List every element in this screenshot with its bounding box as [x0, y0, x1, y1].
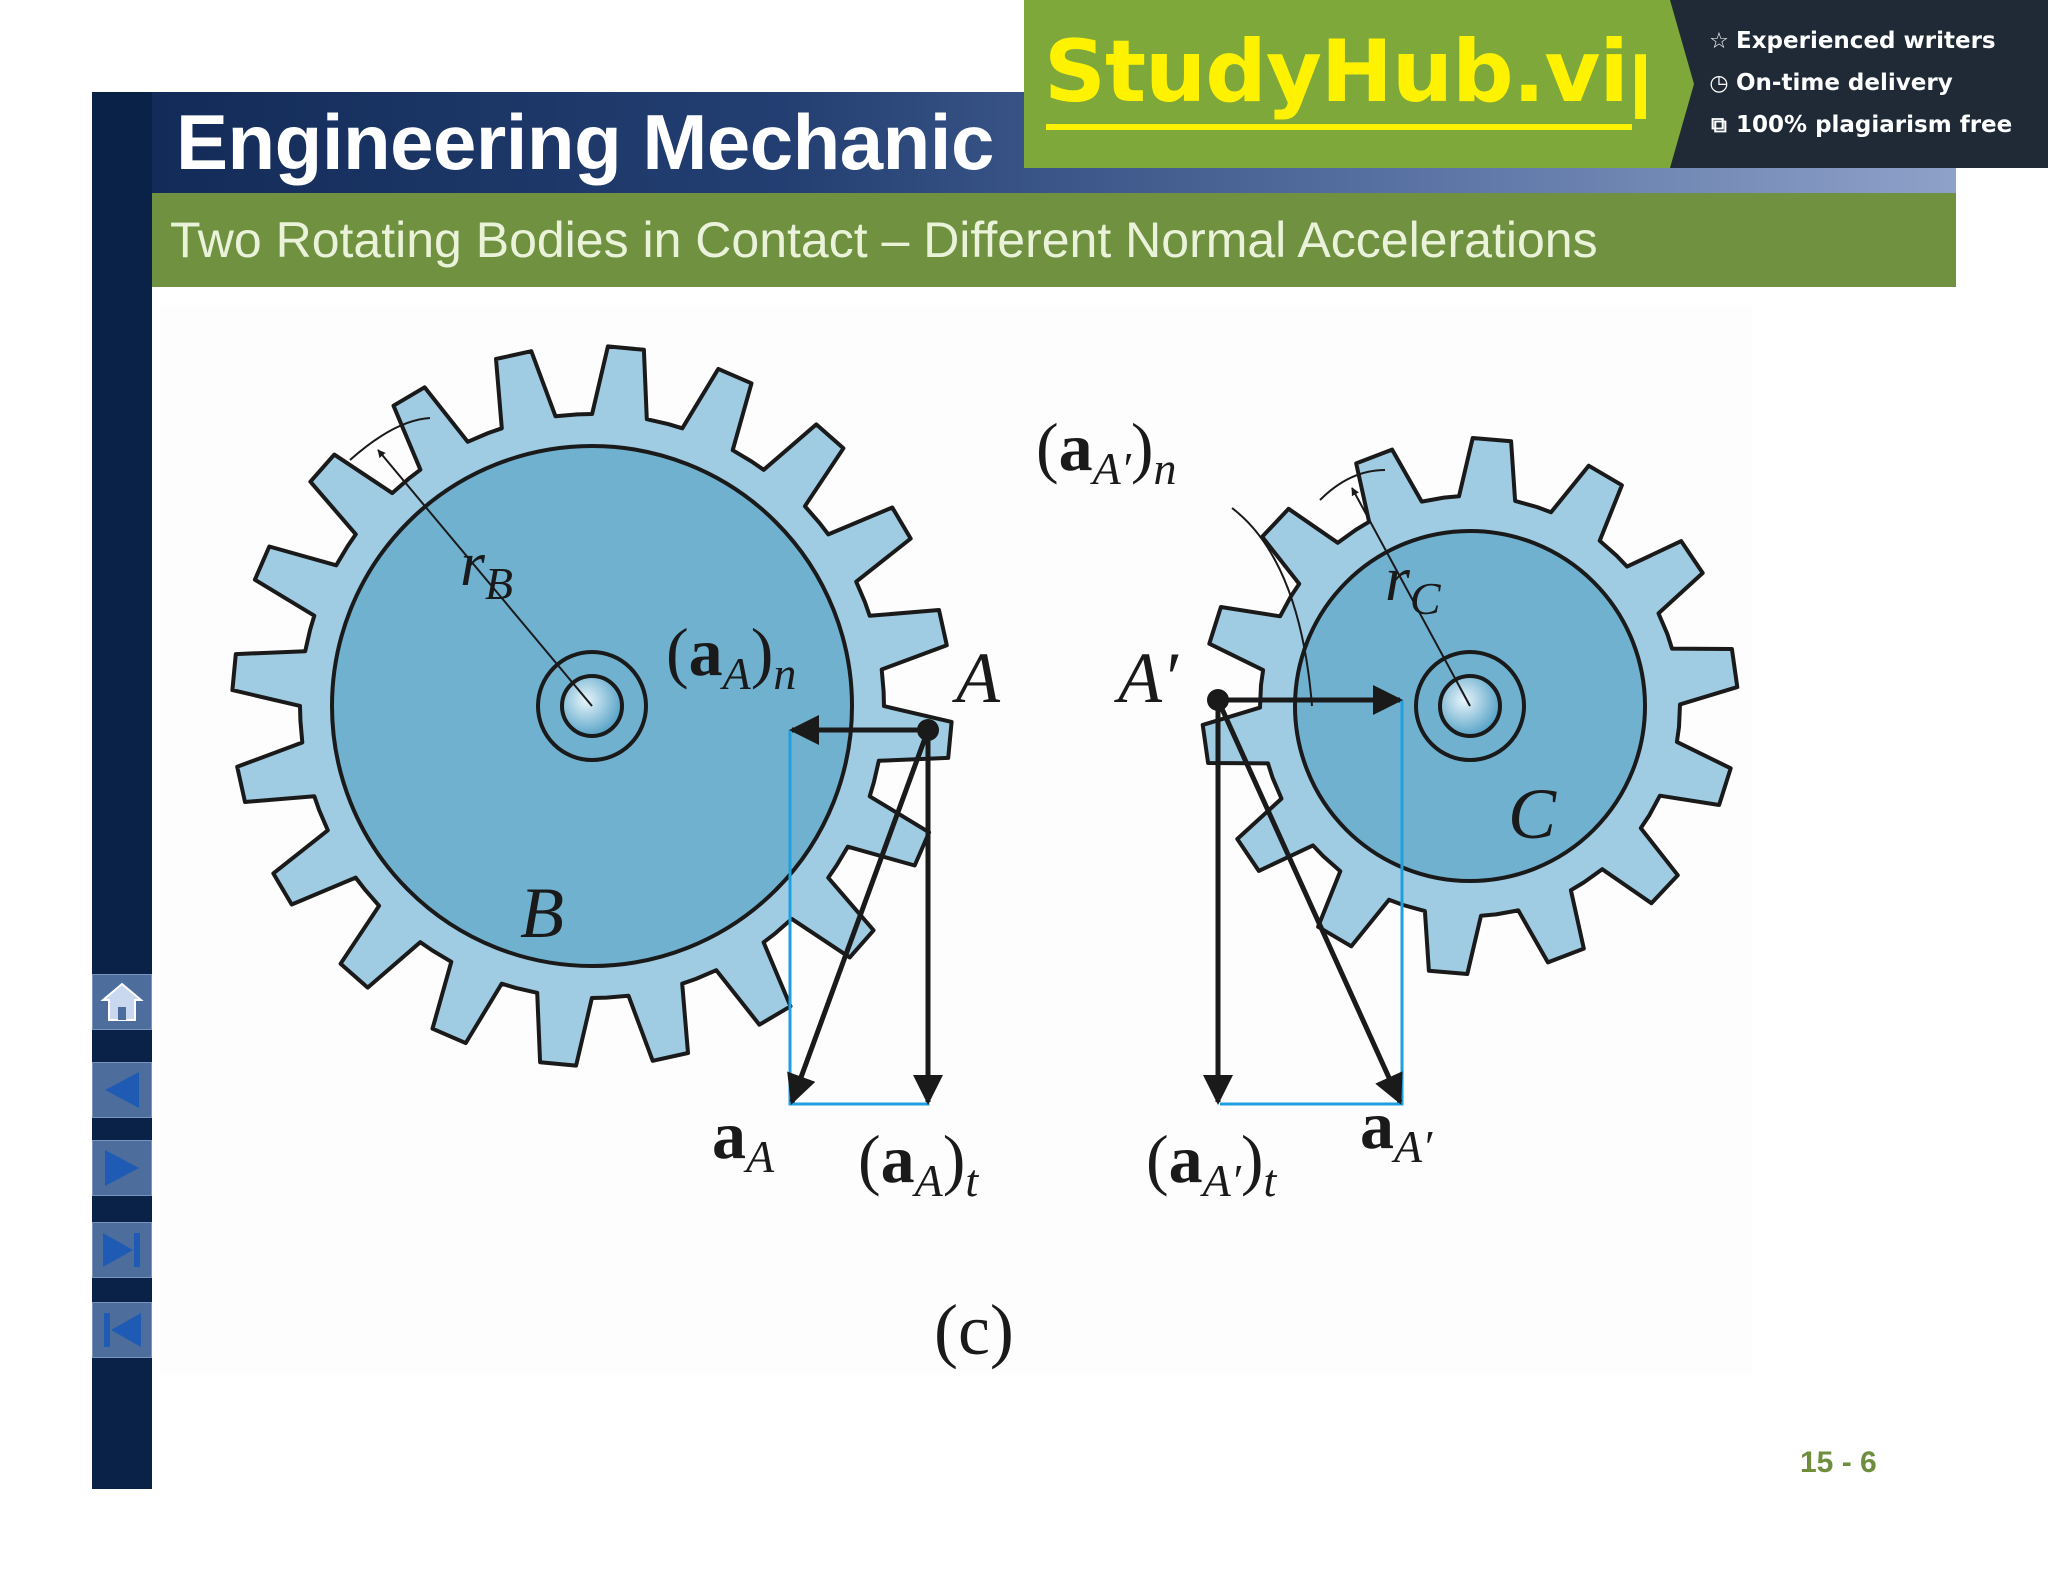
triangle-left-icon	[105, 1072, 139, 1108]
next-slide-button[interactable]	[92, 1140, 152, 1196]
triangle-right-icon	[105, 1150, 139, 1186]
feature-label: On-time delivery	[1736, 70, 1953, 96]
feature-item: ◷ On-time delivery	[1708, 70, 1953, 96]
figure-caption: (c)	[934, 1290, 1014, 1370]
radius-c-line	[1351, 487, 1471, 707]
normal-acc-a-prime-label: (aA′)n	[1036, 409, 1176, 494]
point-a-label: A	[952, 638, 1001, 718]
tangential-acc-a-label: (aA)t	[858, 1121, 979, 1206]
brand-name[interactable]: StudyHub.vip	[1044, 22, 1689, 122]
clock-icon: ◷	[1709, 70, 1729, 96]
gear-b-label: B	[520, 873, 564, 953]
vector-a-total	[787, 729, 931, 1105]
skip-start-icon	[104, 1313, 141, 1347]
total-acc-a-prime-label: aA′	[1360, 1087, 1433, 1172]
previous-slide-button[interactable]	[92, 1062, 152, 1118]
point-a-dot	[917, 719, 939, 741]
studyhub-banner[interactable]: StudyHub.vip ☆ Experienced writers ◷ On-…	[1024, 0, 2048, 168]
feature-label: 100% plagiarism free	[1736, 112, 2013, 138]
feature-item: ☆ Experienced writers	[1708, 28, 1996, 54]
normal-acc-a-label: (aA)n	[666, 614, 796, 699]
gear-diagram: rB rC B C A A′ (aA)n (aA′)n aA (aA)t (aA…	[160, 305, 1760, 1375]
gear-c-label: C	[1508, 774, 1557, 854]
radius-c-arc	[1319, 469, 1386, 501]
star-outline-icon: ☆	[1709, 28, 1729, 54]
normal-acc-leader	[1231, 507, 1313, 707]
home-button[interactable]	[92, 974, 152, 1030]
feature-label: Experienced writers	[1736, 28, 1996, 54]
tangential-acc-a-prime-label: (aA′)t	[1146, 1121, 1277, 1206]
subtitle-bar: Two Rotating Bodies in Contact – Differe…	[152, 193, 1956, 287]
total-acc-a-label: aA	[712, 1097, 775, 1182]
skip-end-icon	[103, 1233, 140, 1267]
last-slide-button[interactable]	[92, 1222, 152, 1278]
gear-figure: rB rC B C A A′ (aA)n (aA′)n aA (aA)t (aA…	[152, 300, 1760, 1385]
radius-b-label: rB	[460, 528, 513, 609]
point-a-prime-label: A′	[1114, 638, 1179, 718]
vector-a-prime-total	[1215, 698, 1403, 1105]
home-icon	[100, 982, 144, 1021]
radius-b-arc	[349, 417, 431, 461]
feature-item: ⧉ 100% plagiarism free	[1708, 112, 2012, 138]
banner-dark-panel	[1646, 0, 2048, 168]
point-a-prime-dot	[1207, 689, 1229, 711]
page-number: 15 - 6	[1800, 1446, 1877, 1479]
brand-underline	[1046, 124, 1632, 130]
radius-b-line	[377, 449, 593, 707]
slide-subtitle: Two Rotating Bodies in Contact – Differe…	[170, 212, 1598, 268]
navigation-sidebar	[92, 92, 152, 1489]
banner-green-panel: StudyHub.vip	[1024, 0, 1689, 168]
slide-title: Engineering Mechanic	[176, 98, 994, 186]
radius-c-label: rC	[1385, 543, 1442, 624]
first-slide-button[interactable]	[92, 1302, 152, 1358]
copy-icon: ⧉	[1711, 112, 1727, 138]
